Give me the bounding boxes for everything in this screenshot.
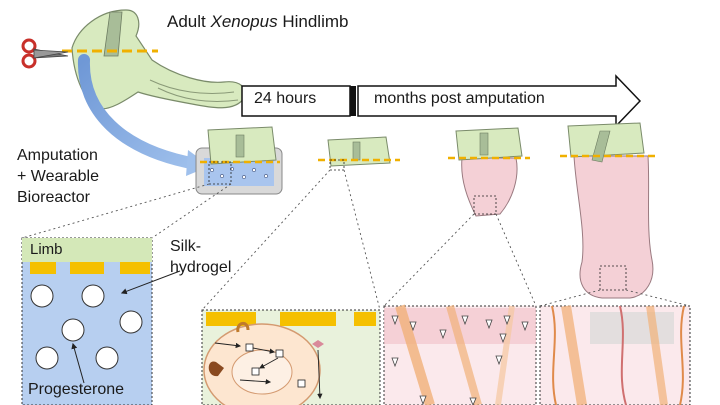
stage-bioreactor	[195, 126, 283, 195]
adult-hindlimb	[62, 9, 246, 110]
scissors-icon	[21, 38, 69, 69]
stage-months-late	[560, 122, 655, 299]
zoom-lines	[21, 169, 691, 311]
zoom-panel-bioreactor	[21, 237, 181, 405]
timeline-label-months: months post amputation	[374, 90, 545, 107]
species-name: Xenopus	[210, 12, 278, 31]
stage-24-hours	[318, 136, 400, 171]
zoom-panel-months-late	[539, 305, 691, 405]
silk-hydrogel-label: Silk- hydrogel	[170, 238, 232, 276]
timeline-arrow-icon	[241, 74, 642, 128]
figure-title: Adult Xenopus Hindlimb	[167, 12, 349, 31]
timeline-label-24h: 24 hours	[254, 90, 317, 107]
stage-months-early	[448, 127, 530, 217]
zoom-panel-24h	[201, 309, 381, 405]
progesterone-label: Progesterone	[28, 381, 125, 398]
amputation-label: Amputation + Wearable Bioreactor	[17, 147, 99, 206]
limb-label: Limb	[30, 241, 63, 258]
zoom-panel-months-early	[383, 304, 537, 405]
